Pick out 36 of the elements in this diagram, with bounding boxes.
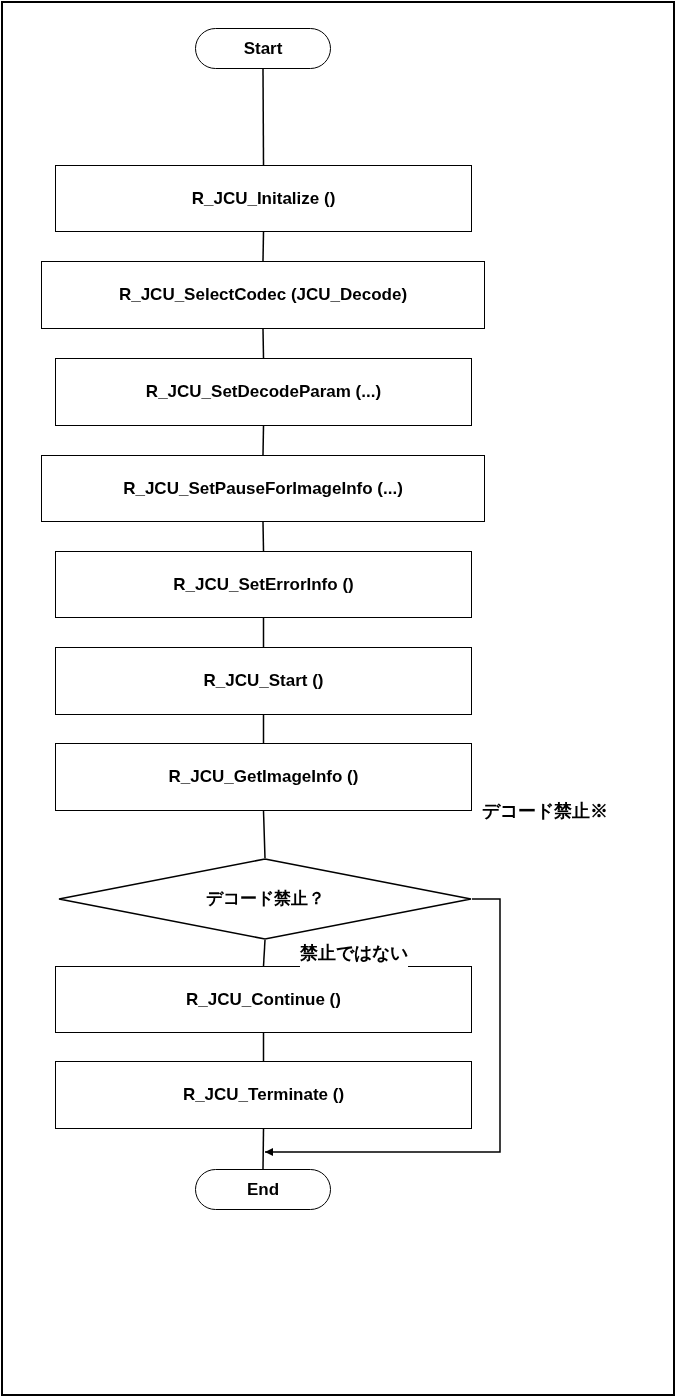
- connector-line: [262, 231, 265, 262]
- connector-line: [262, 1032, 265, 1062]
- node-text: R_JCU_Continue (): [186, 988, 341, 1011]
- node-text: デコード禁止？: [205, 888, 325, 911]
- connector-line: [262, 521, 265, 552]
- connector-line: [262, 1128, 265, 1170]
- node-text: R_JCU_GetImageInfo (): [168, 766, 359, 789]
- process-box: [41, 261, 485, 329]
- node-text: R_JCU_SelectCodec (JCU_Decode): [118, 284, 408, 307]
- process-box: [55, 551, 472, 618]
- connector-line: [262, 425, 265, 456]
- terminator-shape: [195, 28, 331, 69]
- process-box: [55, 647, 472, 715]
- node-text: Start: [243, 37, 283, 60]
- node-text: R_JCU_Start (): [203, 670, 324, 693]
- connector-line: [262, 68, 265, 166]
- node-text: R_JCU_SetPauseForImageInfo (...): [123, 477, 403, 500]
- process-box: [55, 358, 472, 426]
- process-box: [41, 455, 485, 522]
- connector-line: [262, 810, 266, 859]
- node-text: R_JCU_Initalize (): [191, 187, 336, 210]
- process-box: [55, 165, 472, 232]
- node-text: End: [246, 1178, 280, 1201]
- connector-line: [262, 328, 265, 359]
- edge-label: 禁止ではない: [300, 940, 408, 967]
- node-text: R_JCU_SetErrorInfo (): [173, 573, 354, 596]
- connector-line: [262, 617, 265, 648]
- arrow: [264, 898, 501, 1156]
- node-text: R_JCU_Terminate (): [182, 1084, 345, 1107]
- connector-line: [262, 714, 265, 744]
- connector-line: [262, 939, 266, 967]
- process-box: [55, 743, 472, 811]
- process-box: [55, 966, 472, 1033]
- terminator-shape: [195, 1169, 331, 1210]
- process-box: [55, 1061, 472, 1129]
- node-text: R_JCU_SetDecodeParam (...): [145, 381, 382, 404]
